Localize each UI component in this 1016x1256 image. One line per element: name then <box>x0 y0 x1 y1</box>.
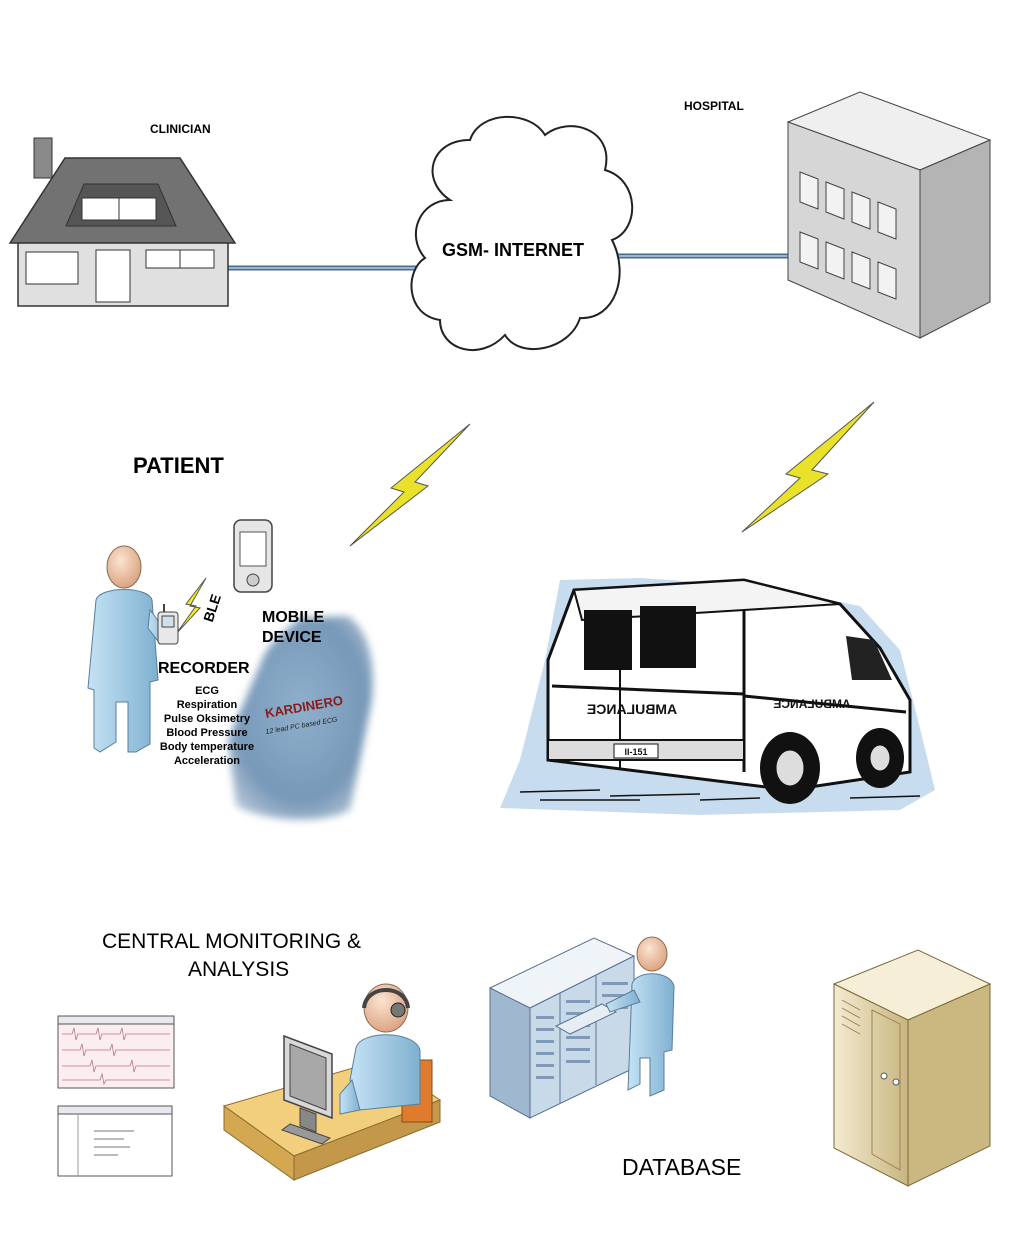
software-window-screenshot <box>57 1105 173 1177</box>
mobile-device-label-line2: DEVICE <box>262 629 322 646</box>
recorder-label: RECORDER <box>158 660 250 677</box>
mobile-device-label-line1: MOBILE <box>262 609 325 626</box>
mobile-device-icon <box>233 519 273 593</box>
ambulance-plate-text: II-151 <box>624 747 647 757</box>
network-label: GSM- INTERNET <box>442 240 584 260</box>
ambulance-icon <box>500 578 935 815</box>
clinician-label: CLINICIAN <box>150 122 211 136</box>
hospital-label: HOSPITAL <box>684 99 744 113</box>
central-monitoring-label-line1: CENTRAL MONITORING & <box>102 930 362 953</box>
wireless-signal-right-icon <box>741 401 875 533</box>
hospital-building-icon <box>786 91 992 339</box>
database-label: DATABASE <box>622 1154 742 1180</box>
recorder-signal-item: Pulse Oksimetry <box>163 713 251 725</box>
wireless-signal-left-icon <box>349 423 471 547</box>
database-server-icon <box>832 949 992 1187</box>
ambulance-side-text: AMBULANCE <box>773 697 850 711</box>
clinician-house-icon <box>8 137 237 307</box>
patient-label: PATIENT <box>133 453 224 478</box>
central-monitoring-label-line2: ANALYSIS <box>188 958 290 981</box>
server-rack-icon <box>488 937 636 1119</box>
monitoring-operator-icon <box>222 983 442 1181</box>
recorder-signal-item: ECG <box>195 685 219 697</box>
ambulance-rear-text: AMBULANCE <box>587 701 677 717</box>
patient-phone-icon <box>157 604 179 645</box>
recorder-signal-item: Body temperature <box>159 741 255 753</box>
patient-person-icon <box>87 545 169 753</box>
recorder-signal-item: Blood Pressure <box>166 727 248 739</box>
recorder-signal-item: Acceleration <box>173 755 241 767</box>
server-engineer-icon <box>605 936 675 1097</box>
ecg-waveform-screenshot <box>57 1015 175 1089</box>
recorder-signal-item: Respiration <box>176 699 238 711</box>
recorder-signal-list: ECG Respiration Pulse Oksimetry Blood Pr… <box>152 684 262 768</box>
ble-signal-icon <box>175 577 207 635</box>
cloud-icon <box>410 115 634 351</box>
ecg-recorder-device-icon <box>228 616 373 820</box>
